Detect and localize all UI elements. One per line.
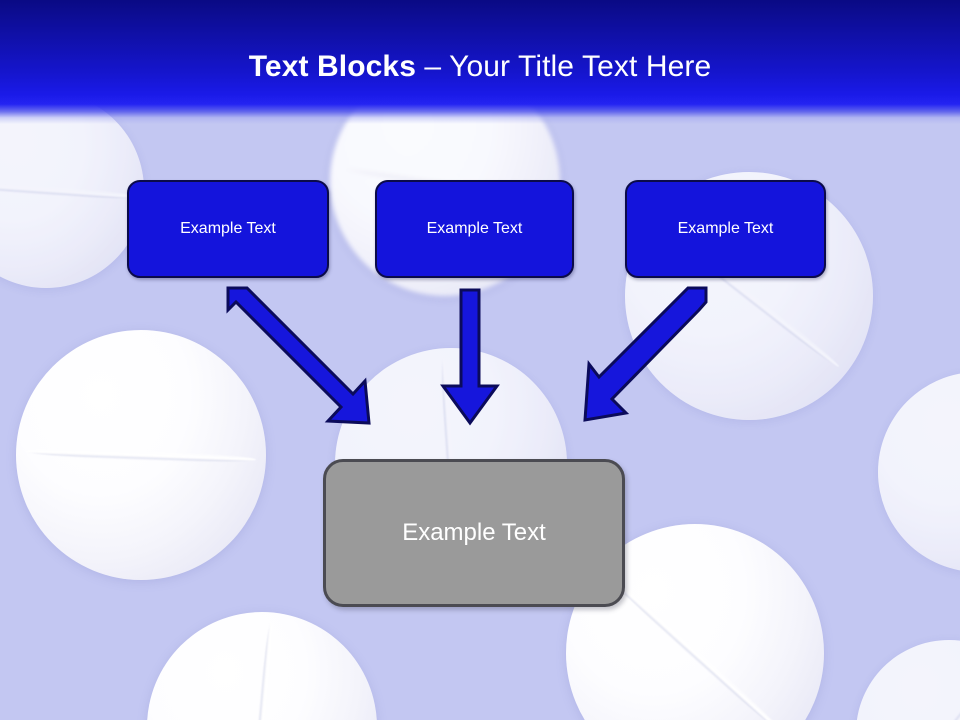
text-block-1-label: Example Text bbox=[180, 220, 276, 237]
arrow-middle-vertical-icon bbox=[440, 288, 500, 426]
text-block-2-label: Example Text bbox=[426, 220, 523, 237]
text-block-1[interactable]: Example Text bbox=[127, 180, 329, 278]
tablet-bottom-left-icon bbox=[147, 612, 377, 720]
slide-title-bar: Text Blocks – Your Title Text Here bbox=[0, 0, 960, 124]
page-title-rest-part: – Your Title Text Here bbox=[416, 50, 712, 83]
page-title: Text Blocks – Your Title Text Here bbox=[0, 50, 960, 84]
arrow-left-diagonal-icon bbox=[226, 286, 371, 425]
text-block-2[interactable]: Example Text bbox=[375, 180, 574, 278]
tablet-mid-left-icon bbox=[16, 330, 266, 580]
tablet-bottom-right-icon bbox=[856, 640, 960, 720]
arrow-right-diagonal-icon bbox=[583, 286, 708, 422]
result-text-block[interactable]: Example Text bbox=[323, 459, 625, 607]
text-block-3[interactable]: Example Text bbox=[625, 180, 826, 278]
page-title-bold-part: Text Blocks bbox=[248, 50, 416, 83]
text-block-3-label: Example Text bbox=[677, 220, 774, 237]
tablet-mid-right-icon bbox=[878, 372, 960, 572]
result-text-block-label: Example Text bbox=[402, 519, 546, 546]
